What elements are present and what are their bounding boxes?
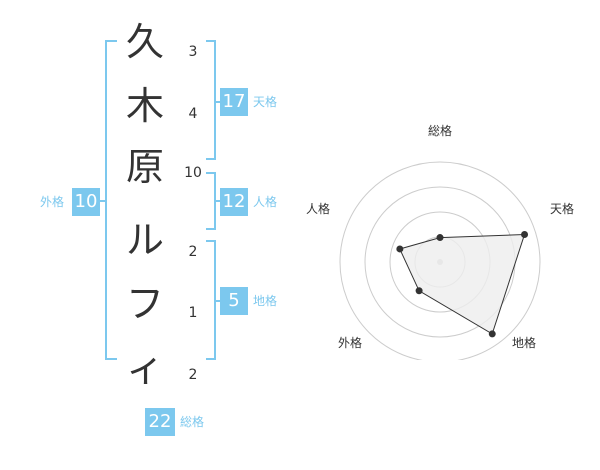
radar-label-tenkaku: 天格 <box>549 202 574 216</box>
stroke-count: 1 <box>188 305 198 321</box>
tenkaku-value-badge: 17 <box>220 88 248 116</box>
name-char: 久 <box>125 20 164 64</box>
radar-area <box>399 233 526 335</box>
radar-label-soukaku: 総格 <box>427 124 452 138</box>
radar-point <box>488 330 496 338</box>
radar-point <box>521 231 529 239</box>
chikaku-label: 地格 <box>253 294 278 308</box>
soukaku-label: 総格 <box>180 415 205 429</box>
chikaku-value-badge: 5 <box>220 287 248 315</box>
stroke-count: 3 <box>188 44 198 60</box>
name-char: ィ <box>125 346 164 390</box>
gaikaku-value-badge: 10 <box>72 188 100 216</box>
name-char: 原 <box>125 145 164 189</box>
radar-label-jinkaku: 人格 <box>305 202 330 216</box>
radar-ring <box>339 161 541 360</box>
name-char: 木 <box>125 84 164 128</box>
jinkaku-label: 人格 <box>253 195 278 209</box>
radar-chart <box>339 161 541 360</box>
radar-point <box>436 234 444 242</box>
name-char: フ <box>125 282 164 326</box>
name-char: ル <box>125 218 164 262</box>
radar-label-chikaku: 地格 <box>511 336 536 350</box>
soukaku-value-badge: 22 <box>145 408 175 436</box>
jinkaku-value-badge: 12 <box>220 188 248 216</box>
stroke-count: 4 <box>188 106 198 122</box>
radar-point <box>396 245 404 253</box>
tenkaku-label: 天格 <box>253 95 278 109</box>
gaikaku-label: 外格 <box>40 195 65 209</box>
stroke-count: 2 <box>188 244 198 260</box>
stroke-count: 2 <box>188 367 198 383</box>
radar-points <box>396 231 529 338</box>
stroke-count: 10 <box>184 165 202 181</box>
radar-label-gaikaku: 外格 <box>337 336 362 350</box>
radar-point <box>415 287 423 295</box>
